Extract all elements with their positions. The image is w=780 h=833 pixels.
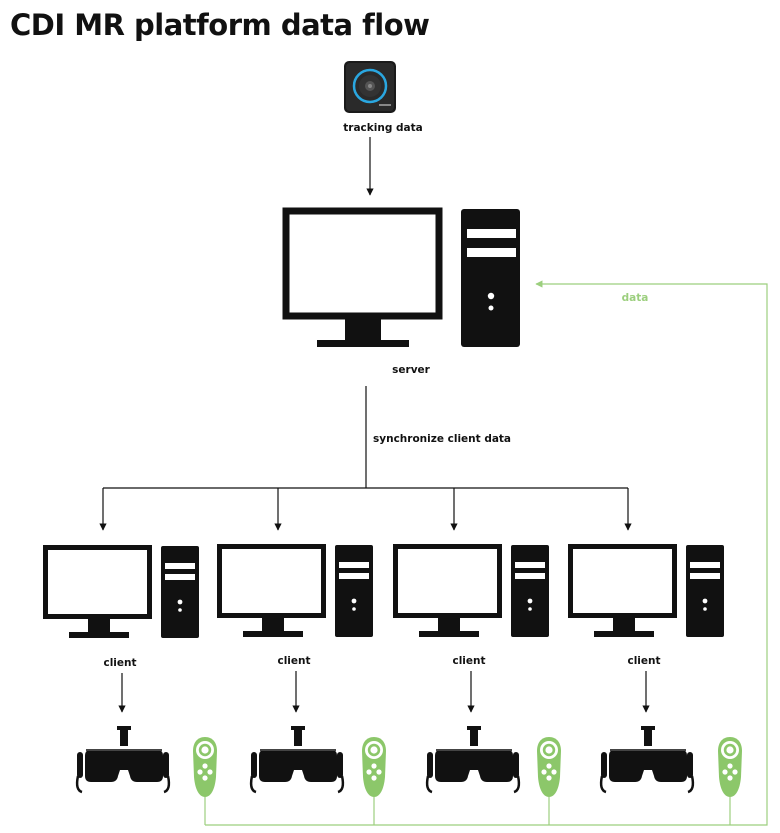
client-workstation-icon <box>220 545 374 637</box>
vr-controller-icon <box>537 737 561 797</box>
client-workstation-icon <box>396 545 550 637</box>
vr-headset-icon <box>249 724 345 794</box>
client-workstation-icon <box>571 545 725 637</box>
data-feedback-label: data <box>622 292 649 304</box>
client-label: client <box>452 655 485 667</box>
client-label: client <box>627 655 660 667</box>
client-label: client <box>277 655 310 667</box>
synchronize-label: synchronize client data <box>373 433 511 445</box>
client-workstation-icon <box>46 546 200 638</box>
sync-distribution-lines <box>99 386 632 531</box>
tracking-data-label: tracking data <box>343 122 422 134</box>
vr-headset-icon <box>75 724 171 794</box>
page-title: CDI MR platform data flow <box>10 8 430 42</box>
server-label: server <box>392 364 431 376</box>
controller-feedback-lines <box>204 280 768 826</box>
client-label: client <box>103 657 136 669</box>
tracking-camera-icon <box>344 61 396 113</box>
vr-controller-icon <box>193 737 217 797</box>
vr-controller-icon <box>718 737 742 797</box>
server-workstation-icon <box>282 207 520 347</box>
vr-controller-icon <box>362 737 386 797</box>
vr-headset-icon <box>425 724 521 794</box>
vr-headset-icon <box>599 724 695 794</box>
